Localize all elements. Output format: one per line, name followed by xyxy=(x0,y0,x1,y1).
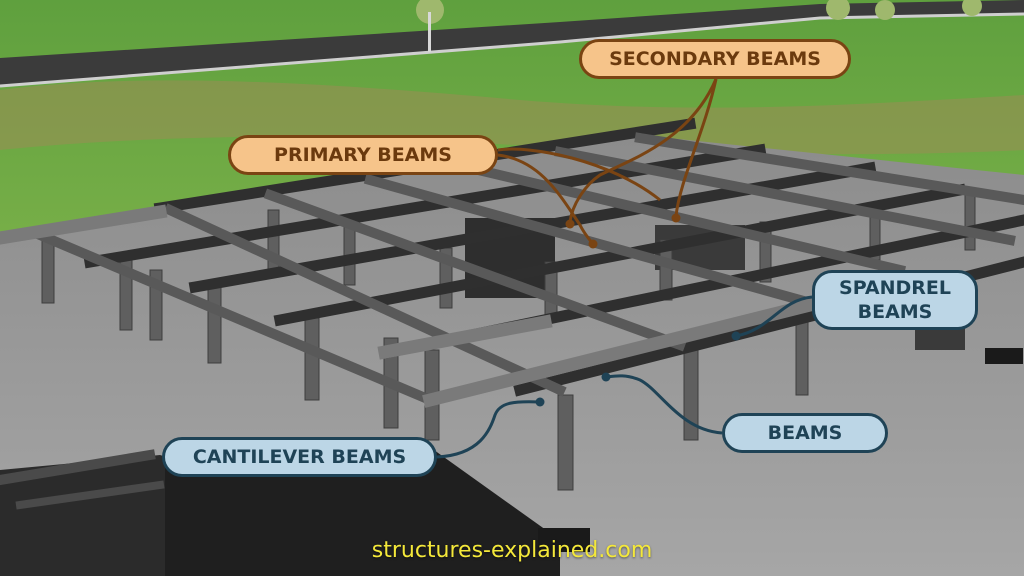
slab-opening xyxy=(985,348,1023,364)
site-watermark: structures-explained.com xyxy=(371,538,653,563)
leader-dots-orange xyxy=(565,213,681,249)
label-beams: BEAMS xyxy=(722,413,888,453)
label-secondary-beams: SECONDARY BEAMS xyxy=(579,39,851,79)
slab-opening xyxy=(538,528,590,552)
label-cantilever-beams: CANTILEVER BEAMS xyxy=(162,437,437,477)
leader-lines-orange xyxy=(497,78,718,245)
beam-grid xyxy=(0,117,1024,510)
leader-dots-blue xyxy=(535,331,741,407)
label-primary-beams: PRIMARY BEAMS xyxy=(228,135,498,175)
trees xyxy=(416,0,982,52)
road-edge xyxy=(0,12,1024,88)
leader-lines-blue xyxy=(436,295,813,459)
label-spandrel-beams: SPANDREL BEAMS xyxy=(812,270,978,330)
